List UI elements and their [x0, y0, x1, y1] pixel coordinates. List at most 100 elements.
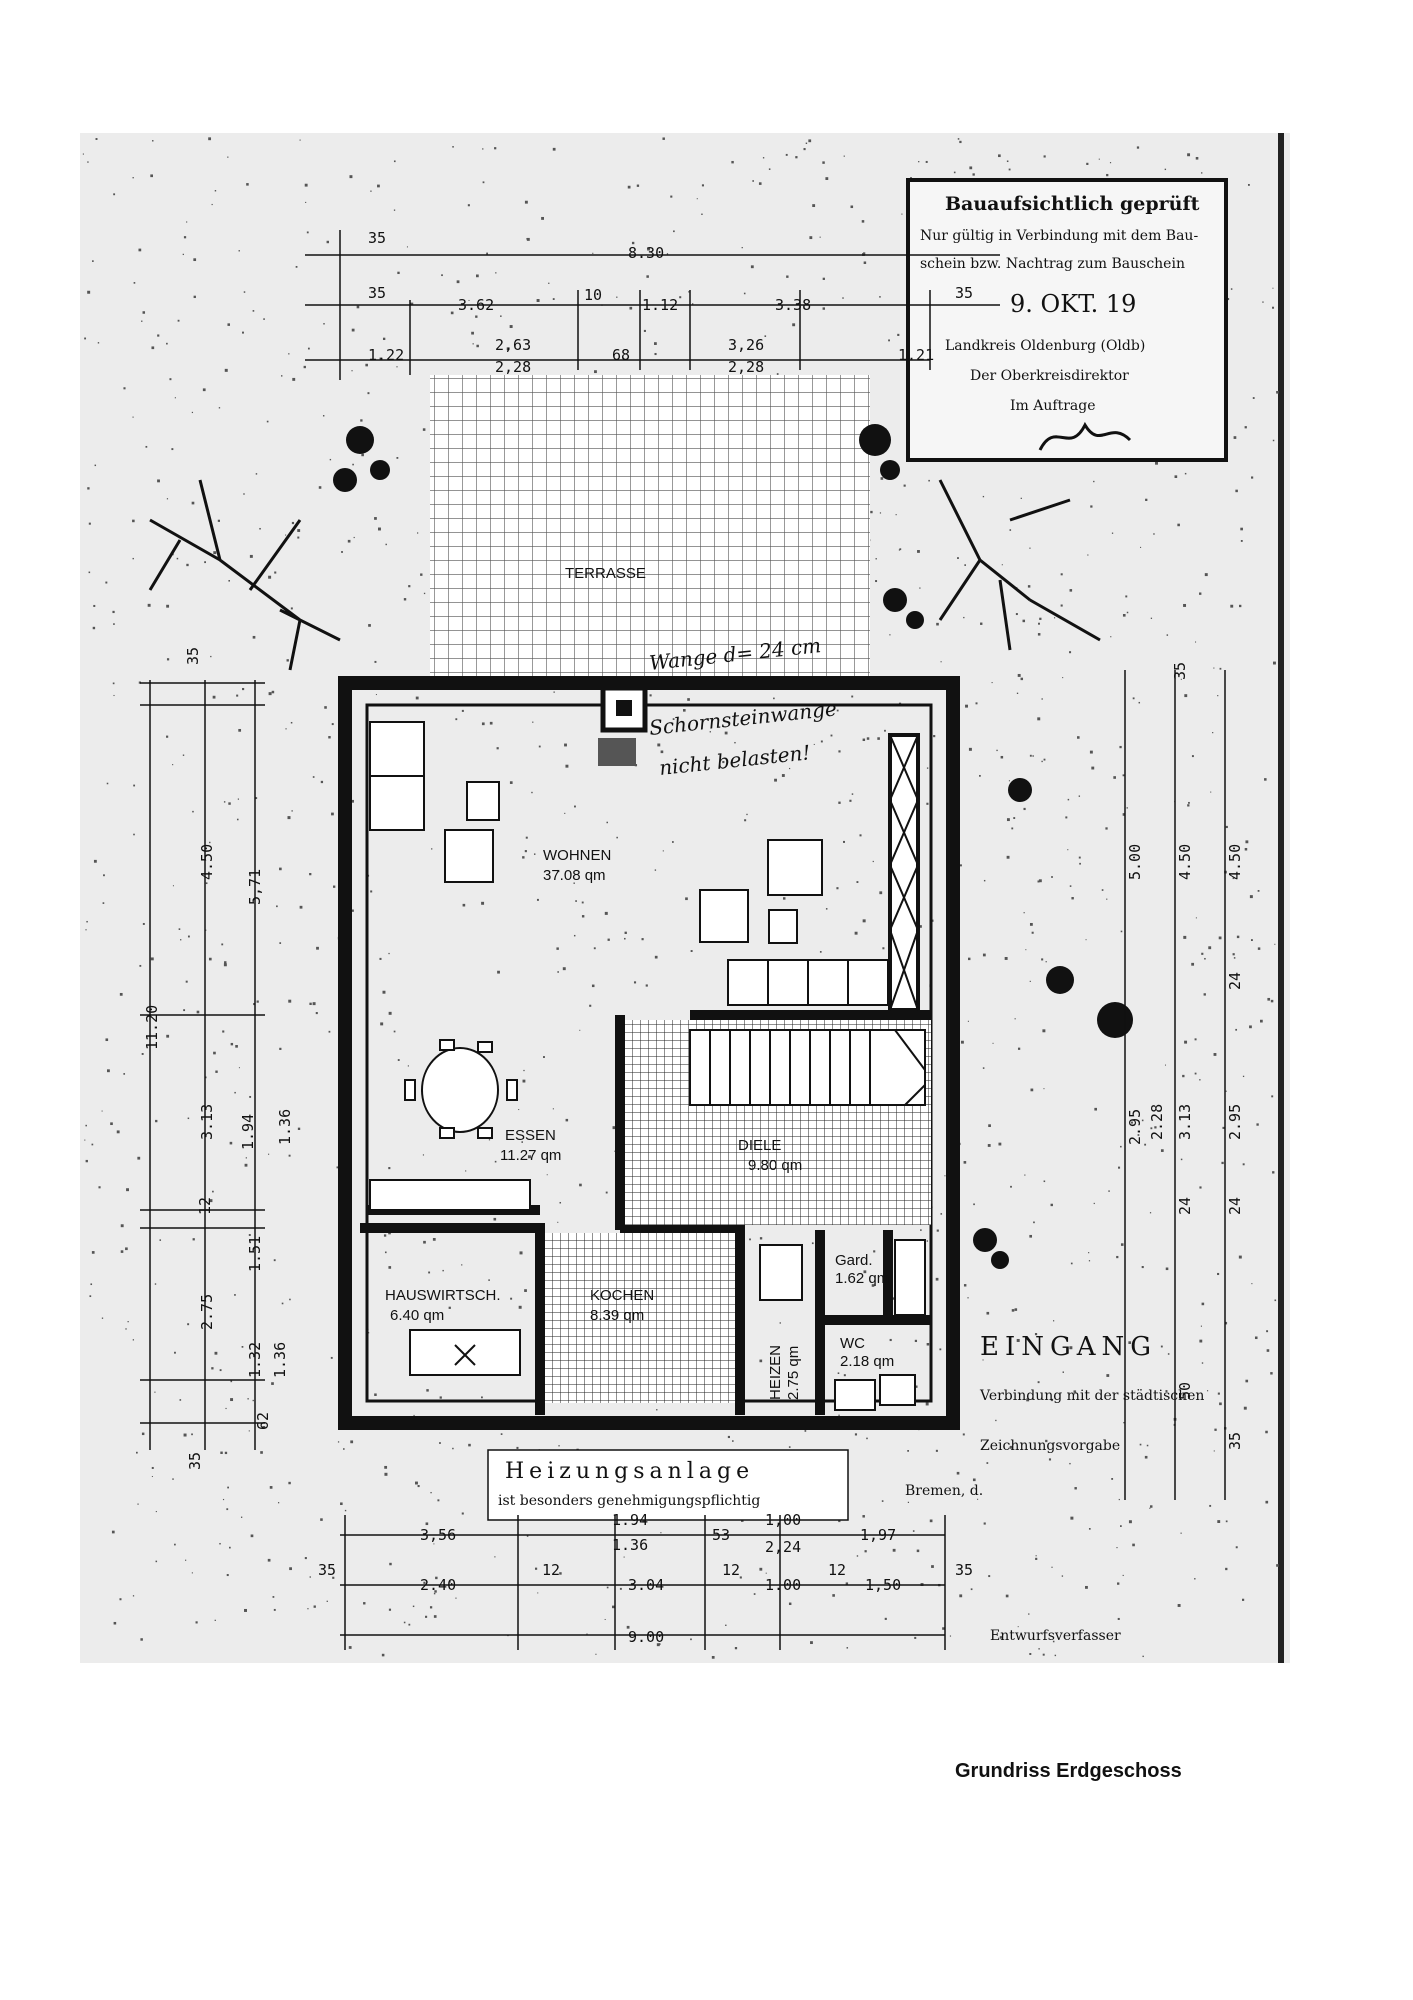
- scan-speck: [166, 1034, 170, 1038]
- scan-speck: [1027, 585, 1031, 588]
- dim-bottom-12c: 12: [828, 1561, 846, 1579]
- scan-speck: [673, 230, 675, 233]
- scan-speck: [907, 1501, 910, 1503]
- scan-speck: [1070, 1262, 1073, 1265]
- scan-speck: [820, 740, 823, 743]
- scan-speck: [1008, 780, 1010, 782]
- scan-speck: [1116, 1255, 1119, 1259]
- scan-speck: [914, 1636, 917, 1639]
- scan-speck: [825, 177, 829, 180]
- scan-speck: [1041, 698, 1043, 700]
- scan-speck: [1069, 651, 1072, 654]
- scan-speck: [1050, 1398, 1054, 1402]
- scan-speck: [88, 522, 91, 525]
- scan-speck: [274, 571, 277, 574]
- scan-speck: [374, 517, 377, 520]
- scan-speck: [1213, 667, 1215, 669]
- scan-speck: [612, 1605, 615, 1609]
- scan-speck: [1037, 880, 1040, 883]
- scan-speck: [192, 810, 194, 813]
- scan-speck: [1088, 1260, 1091, 1262]
- scan-speck: [1266, 1330, 1269, 1333]
- scan-speck: [172, 1478, 174, 1480]
- scan-speck: [779, 1322, 781, 1324]
- scan-speck: [246, 183, 249, 186]
- scan-speck: [105, 581, 108, 584]
- scan-speck: [998, 1142, 1002, 1146]
- scan-speck: [191, 1572, 193, 1574]
- plan-caption: Grundriss Erdgeschoss: [955, 1760, 1182, 1782]
- scan-speck: [367, 1332, 370, 1334]
- scan-speck: [877, 737, 880, 740]
- scan-speck: [1242, 1075, 1245, 1078]
- scan-speck: [565, 1118, 569, 1122]
- scan-speck: [940, 1213, 943, 1215]
- scan-speck: [1245, 840, 1249, 844]
- scan-speck: [1201, 1362, 1204, 1364]
- scan-speck: [838, 801, 841, 804]
- scan-speck: [290, 721, 293, 724]
- scan-speck: [1120, 1243, 1124, 1246]
- scan-speck: [788, 1602, 792, 1606]
- scan-speck: [1252, 397, 1255, 399]
- scan-speck: [1038, 1648, 1040, 1650]
- stamp-signature: [1038, 421, 1132, 451]
- scan-speck: [1225, 1090, 1227, 1092]
- scan-speck: [84, 337, 87, 340]
- scan-speck: [187, 1323, 190, 1326]
- scan-speck: [238, 250, 240, 252]
- scan-speck: [1120, 930, 1123, 933]
- scan-speck: [964, 564, 966, 566]
- scan-speck: [1257, 947, 1261, 950]
- scan-speck: [291, 810, 293, 812]
- furniture: [369, 721, 926, 1411]
- scan-speck: [111, 1530, 115, 1534]
- scan-speck: [1031, 931, 1034, 934]
- scan-speck: [1243, 1406, 1247, 1410]
- scan-speck: [863, 261, 867, 264]
- scan-speck: [113, 1621, 117, 1625]
- scan-speck: [595, 1653, 597, 1655]
- scan-speck: [397, 1059, 400, 1061]
- scan-speck: [166, 658, 170, 661]
- scan-speck: [236, 818, 239, 821]
- scan-speck: [1074, 1487, 1077, 1490]
- scan-speck: [324, 706, 327, 709]
- scan-speck: [1119, 745, 1122, 749]
- scan-speck: [1015, 613, 1018, 616]
- scan-speck: [919, 925, 922, 928]
- scan-speck: [224, 368, 228, 372]
- scan-speck: [230, 1398, 234, 1402]
- scan-speck: [417, 532, 419, 534]
- scan-speck: [889, 634, 891, 636]
- scan-speck: [534, 1567, 538, 1570]
- scan-speck: [1180, 1532, 1182, 1534]
- scan-speck: [1257, 889, 1260, 892]
- scan-speck: [1201, 1302, 1205, 1306]
- dim-right-24b: 24: [1176, 1197, 1194, 1215]
- scan-speck: [992, 1042, 994, 1044]
- scan-speck: [1113, 776, 1116, 779]
- scan-speck: [489, 721, 493, 725]
- scan-speck: [526, 1535, 529, 1537]
- scan-speck: [1141, 1266, 1144, 1269]
- scan-speck: [516, 1446, 519, 1449]
- scan-speck: [1035, 1555, 1037, 1557]
- scan-speck: [95, 138, 98, 140]
- scan-speck: [679, 296, 682, 299]
- label-wohnen-area: 37.08 qm: [543, 867, 606, 884]
- scan-speck: [1187, 153, 1191, 157]
- scan-speck: [381, 1653, 385, 1657]
- dim-top-10: 10: [584, 286, 602, 304]
- scan-speck: [150, 957, 154, 961]
- scan-speck: [1217, 695, 1219, 697]
- scan-speck: [1130, 1121, 1133, 1124]
- scan-speck: [573, 934, 576, 937]
- scan-speck: [1038, 879, 1042, 883]
- scan-speck: [1120, 1145, 1122, 1148]
- scan-speck: [1060, 604, 1063, 607]
- scan-speck: [764, 335, 767, 337]
- dim-left-1120: 11.20: [143, 1005, 161, 1050]
- scan-speck: [977, 1498, 979, 1500]
- scan-speck: [1029, 1234, 1033, 1238]
